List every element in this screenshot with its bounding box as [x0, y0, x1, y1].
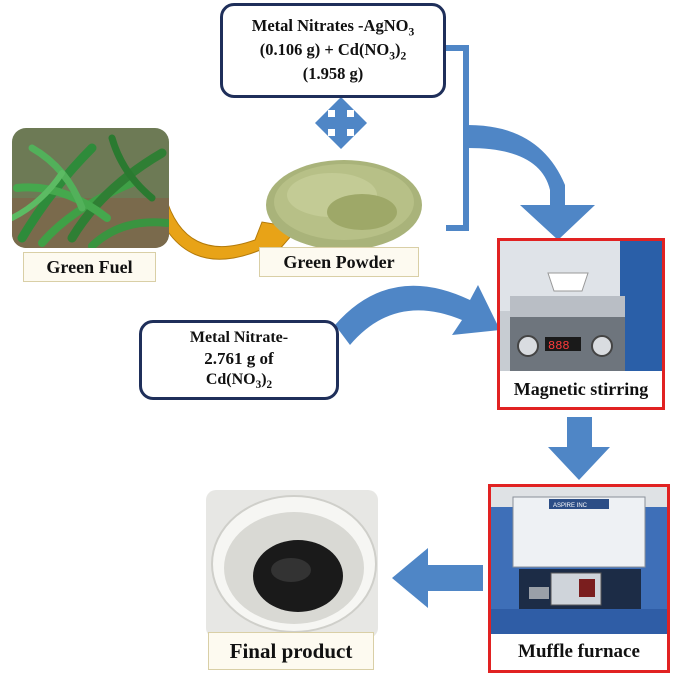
- left-arrow: [392, 548, 483, 608]
- muffle-furnace-label: Muffle furnace: [491, 634, 667, 670]
- furnace-brand: ASPIRE INC: [553, 503, 588, 509]
- magnetic-stirring-label: Magnetic stirring: [500, 371, 662, 407]
- nitrate-left-paren: ): [261, 370, 267, 388]
- green-fuel-label: Green Fuel: [23, 252, 156, 282]
- green-powder-label: Green Powder: [259, 247, 419, 277]
- nitrate-left-line-3-text: Cd(NO: [205, 370, 256, 388]
- leaves-illustration: [12, 128, 169, 248]
- nitrate-left-sub: 3: [255, 378, 262, 391]
- powder-illustration: [266, 160, 422, 250]
- metal-nitrate-box: Metal Nitrate- 2.761 g of Cd(NO3)2: [139, 320, 339, 400]
- magnetic-stirring-photo: 888 Magnetic stirring: [497, 238, 665, 410]
- furnace-illustration: ASPIRE INC: [491, 487, 667, 637]
- metal-nitrates-box: Metal Nitrates -AgNO3 (0.106 g) + Cd(NO3…: [220, 3, 446, 98]
- nitrate-left-line-3: Cd(NO3)2: [206, 370, 272, 392]
- nitrates-line-3: (1.958 g): [302, 63, 364, 83]
- nitrate-left-sub: 2: [266, 378, 273, 391]
- four-way-arrow-icon: [315, 97, 367, 149]
- nitrates-paren: ): [394, 40, 401, 60]
- nitrates-sub: 2: [400, 50, 407, 63]
- nitrates-line-1-text: Metal Nitrates -AgNO: [251, 16, 409, 36]
- down-arrow: [548, 417, 610, 480]
- final-product-label: Final product: [208, 632, 374, 670]
- green-powder-photo: [262, 147, 427, 255]
- nitrates-line-2-text: (0.106 g) + Cd(NO: [259, 40, 390, 60]
- stirrer-display: 888: [548, 339, 570, 353]
- nitrate-left-line-1: Metal Nitrate-: [189, 329, 289, 347]
- nitrates-line-1: Metal Nitrates -AgNO3: [252, 16, 414, 40]
- curved-arrow-to-stirring: [468, 125, 595, 240]
- nitrates-sub: 3: [389, 50, 395, 63]
- final-product-photo: [206, 490, 378, 638]
- nitrate-left-line-2: 2.761 g of: [204, 349, 274, 369]
- crucible-illustration: [206, 490, 378, 638]
- bracket-connector: [446, 45, 469, 231]
- green-fuel-photo: [12, 128, 169, 248]
- stirrer-illustration: 888: [500, 241, 662, 375]
- muffle-furnace-photo: ASPIRE INC Muffle furnace: [488, 484, 670, 673]
- curved-arrow-left-nitrate: [335, 285, 500, 345]
- nitrates-sub: 3: [408, 26, 415, 39]
- nitrates-line-2: (0.106 g) + Cd(NO3)2: [260, 40, 407, 64]
